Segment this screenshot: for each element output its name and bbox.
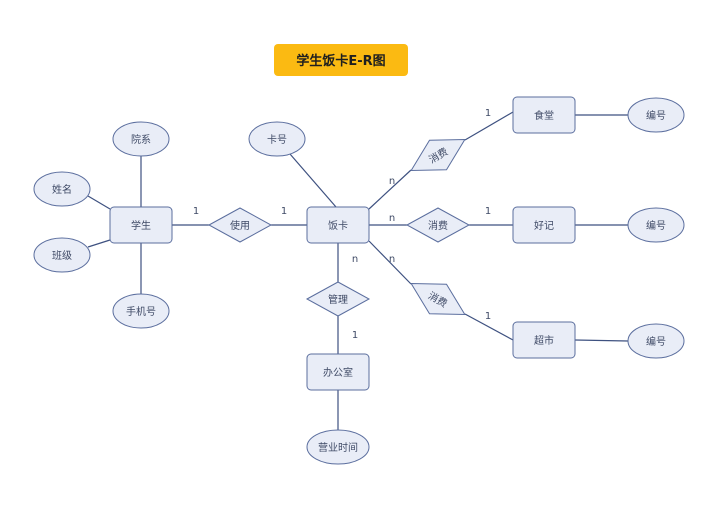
attribute-label: 手机号 — [126, 305, 156, 318]
attribute-label: 院系 — [131, 133, 151, 146]
relationship-label: 使用 — [230, 219, 250, 232]
relationship-diamond — [207, 207, 273, 243]
cardinality-labels: 1 1 n 1 n 1 n 1 n 1 — [193, 108, 491, 341]
entity-label: 饭卡 — [328, 219, 348, 232]
entity-label: 办公室 — [323, 366, 353, 379]
attribute-ellipse — [627, 97, 685, 133]
attribute-ellipse — [112, 293, 170, 329]
diagram-title: 学生饭卡E-R图 — [274, 44, 408, 76]
cardinality-card-consume-canteen: n — [389, 176, 395, 187]
relationship-label: 消费 — [428, 219, 448, 232]
attribute-label: 姓名 — [52, 183, 72, 196]
relationship-consume-canteen: 消费 — [410, 138, 466, 172]
entity-canteen: 食堂 — [512, 96, 576, 134]
entity-student: 学生 — [109, 206, 173, 244]
attribute-ellipse — [627, 207, 685, 243]
attribute-label: 卡号 — [267, 133, 287, 146]
attribute-label: 编号 — [646, 335, 666, 348]
connector-class-student — [87, 239, 111, 248]
cardinality-card-consume-supermarket: n — [389, 254, 395, 265]
entity-box — [306, 353, 370, 391]
relationship-manage: 管理 — [305, 281, 371, 317]
entity-label: 学生 — [131, 219, 151, 232]
entity-label: 好记 — [534, 220, 554, 232]
entity-box — [109, 206, 173, 244]
attribute-ellipse — [306, 429, 370, 465]
title-box — [274, 44, 408, 76]
relationship-consume-supermarket: 消费 — [410, 282, 466, 316]
relationship-diamond — [410, 138, 466, 172]
attribute-supermarket-id: 编号 — [627, 323, 685, 359]
attribute-ellipse — [33, 171, 91, 207]
relationship-diamond — [405, 207, 471, 243]
attribute-ellipse — [248, 121, 306, 157]
attribute-phone: 手机号 — [112, 293, 170, 329]
attribute-label: 编号 — [646, 219, 666, 232]
entity-card: 饭卡 — [306, 206, 370, 244]
entity-box — [512, 321, 576, 359]
cardinality-use-card: 1 — [281, 206, 287, 217]
cardinality-consume-supermarket: 1 — [485, 311, 491, 322]
entity-haoji: 好记 — [512, 206, 576, 244]
cardinality-student-use: 1 — [193, 206, 199, 217]
relationship-diamond — [410, 282, 466, 316]
attribute-label: 营业时间 — [318, 441, 358, 454]
connector-card-consume-supermarket — [368, 240, 412, 285]
attribute-card-no: 卡号 — [248, 121, 306, 157]
entity-office: 办公室 — [306, 353, 370, 391]
entity-box — [512, 206, 576, 244]
attribute-business-hours: 营业时间 — [306, 429, 370, 465]
attribute-department: 院系 — [112, 121, 170, 157]
cardinality-consume-haoji: 1 — [485, 206, 491, 217]
attribute-haoji-id: 编号 — [627, 207, 685, 243]
relationship-diamond — [305, 281, 371, 317]
connectors — [87, 111, 629, 430]
attribute-ellipse — [112, 121, 170, 157]
connector-supermarket-id — [574, 339, 629, 342]
entity-label: 食堂 — [534, 109, 554, 122]
cardinality-card-consume-haoji: n — [389, 213, 395, 224]
connector-consume-canteen — [464, 111, 514, 141]
cardinality-card-manage: n — [352, 254, 358, 265]
attribute-name: 姓名 — [33, 171, 91, 207]
cardinality-manage-office: 1 — [352, 330, 358, 341]
relationship-label: 管理 — [328, 293, 348, 306]
title-text: 学生饭卡E-R图 — [296, 53, 385, 69]
attribute-ellipse — [33, 237, 91, 273]
connector-name-student — [87, 195, 111, 210]
entity-supermarket: 超市 — [512, 321, 576, 359]
connector-cardno-card — [289, 153, 337, 208]
connector-card-consume-canteen — [368, 169, 412, 210]
cardinality-consume-canteen: 1 — [485, 108, 491, 119]
attribute-label: 班级 — [52, 250, 72, 262]
entity-label: 超市 — [534, 334, 554, 347]
attribute-canteen-id: 编号 — [627, 97, 685, 133]
attribute-label: 编号 — [646, 109, 666, 122]
entity-box — [306, 206, 370, 244]
relationship-use: 使用 — [207, 207, 273, 243]
attribute-class: 班级 — [33, 237, 91, 273]
entity-box — [512, 96, 576, 134]
connector-consume-supermarket — [464, 313, 514, 341]
attribute-ellipse — [627, 323, 685, 359]
relationship-consume-haoji: 消费 — [405, 207, 471, 243]
